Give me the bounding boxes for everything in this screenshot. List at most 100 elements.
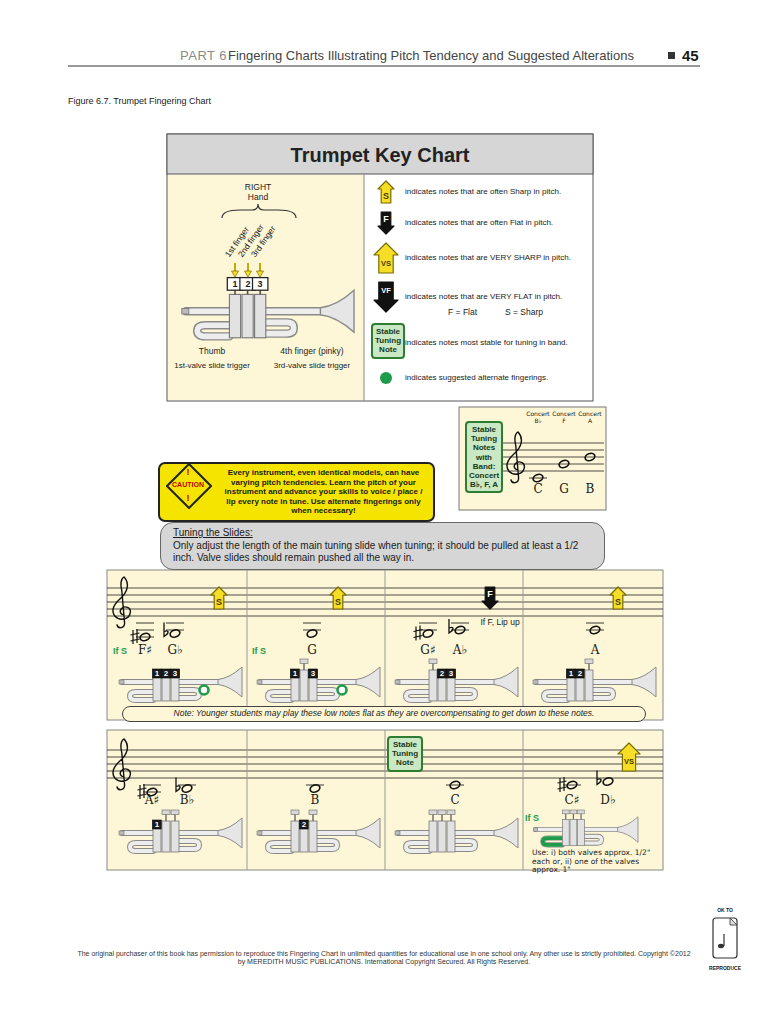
whole-note [584, 452, 596, 462]
valve-cap [300, 659, 308, 664]
treble-clef [507, 432, 525, 483]
pulled-slide-marker [543, 838, 563, 845]
node-text: Stable Tuning Notes with Band: Concert B… [468, 425, 500, 489]
valve-cap [429, 659, 437, 664]
whole-note [454, 625, 466, 635]
trumpet-tube [543, 838, 563, 845]
pitch-arrow-symbol [330, 587, 346, 609]
pitch-symbol-letter: S [216, 597, 222, 607]
trumpet-drawing [182, 278, 354, 338]
ledger-line [586, 630, 604, 631]
pressed-valve-cap [309, 669, 318, 678]
trumpet-bell [494, 818, 518, 848]
ledger-line [586, 623, 604, 624]
valve-number: 1 [232, 279, 237, 289]
valve-casing [255, 294, 266, 337]
trumpet-tube [122, 831, 153, 835]
trumpet-tube [406, 843, 429, 851]
alternate-fingering-note: If S [113, 646, 127, 656]
valve-casing [438, 821, 446, 852]
valve-stem [441, 814, 442, 821]
pitch-arrow-symbol [482, 587, 498, 609]
trumpet-tube [398, 831, 429, 835]
note-name: B♭ [180, 794, 194, 808]
pitch-symbol-letter: S [383, 191, 389, 201]
trumpet-tube [593, 690, 613, 698]
caution-box: Every instrument, even identical models,… [158, 462, 435, 522]
valve-number: 2 [164, 669, 168, 678]
trumpet-tube [536, 679, 567, 685]
trumpet-bell [356, 818, 380, 848]
valve-stem [565, 813, 566, 819]
whole-note [449, 780, 461, 790]
trumpet-tube [268, 843, 291, 851]
measure-divider [385, 730, 386, 870]
pitch-symbol-letter: VF [381, 287, 391, 296]
trumpet-tube [186, 308, 229, 314]
diagram-label: Thumb [199, 347, 225, 357]
valve-number: 2 [302, 820, 306, 829]
staff-line [503, 457, 604, 458]
ledger-line [136, 630, 154, 631]
valve-casing [242, 294, 253, 337]
legend-text: indicates notes that are VERY FLAT in pi… [405, 292, 591, 301]
trumpet-tube [260, 831, 291, 835]
trumpet-tube [317, 679, 357, 685]
trumpet-tube [130, 692, 153, 700]
flat-sign [164, 623, 168, 637]
trumpet-tube [317, 841, 337, 849]
pitch-symbol-letter: F [487, 589, 493, 599]
trumpet-bell [632, 667, 656, 697]
trumpet-tube [455, 679, 495, 685]
mouthpiece [257, 831, 262, 835]
ledger-line [166, 623, 184, 624]
figure-caption: Figure 6.7. Trumpet Fingering Chart [68, 96, 211, 106]
trumpet-tube [398, 680, 429, 684]
trumpet-tube [593, 690, 613, 698]
ledger-line [529, 478, 547, 479]
note-name: G♭ [167, 644, 182, 658]
flat-sign [176, 778, 180, 792]
pitch-symbol-letter: VS [624, 758, 634, 767]
valve-cap [578, 810, 585, 814]
ledger-line [143, 785, 161, 786]
whole-note [139, 632, 151, 642]
valve-stem [234, 290, 236, 294]
valve-stem [432, 814, 433, 821]
trumpet-bell [218, 667, 242, 697]
valve-casing [291, 821, 299, 852]
valve-cap [162, 810, 170, 815]
tuning-slides-box: Tuning the Slides:Only adjust the length… [160, 522, 605, 570]
valve-casing [300, 670, 308, 701]
running-header: Fingering Charts Illustrating Pitch Tend… [228, 49, 634, 64]
valve-casing [309, 670, 317, 701]
valve-number: 1 [293, 669, 297, 678]
valve-stem [259, 290, 261, 294]
trumpet-tube [179, 831, 219, 835]
valve-casing [578, 819, 585, 845]
pitch-arrow-symbol [211, 587, 227, 609]
ledger-line [136, 637, 154, 638]
trumpet-bell [356, 667, 380, 697]
trumpet-tube [544, 692, 567, 700]
valve-casing [562, 819, 569, 845]
pressed-valve-cap [447, 669, 456, 678]
valve-stem [312, 814, 313, 821]
ledger-line [143, 792, 161, 793]
treble-clef [113, 739, 131, 790]
whole-note [309, 784, 321, 794]
node-text: Note: Younger students may play these lo… [129, 708, 639, 718]
trumpet-tube [406, 692, 429, 700]
node-text: Stable Tuning Note [390, 740, 420, 768]
sharp-sign [131, 629, 140, 644]
pressed-valve-cap [162, 669, 171, 678]
diagram-label: S = Sharp [505, 308, 543, 318]
valve-number: 2 [440, 669, 444, 678]
valve-casing [447, 821, 455, 852]
trumpet-tube [543, 838, 563, 845]
trumpet-tube [260, 679, 291, 685]
mouthpiece [395, 680, 400, 684]
valve-casing [570, 819, 577, 845]
valve-casing [291, 670, 299, 701]
trumpet-drawing [395, 659, 518, 701]
